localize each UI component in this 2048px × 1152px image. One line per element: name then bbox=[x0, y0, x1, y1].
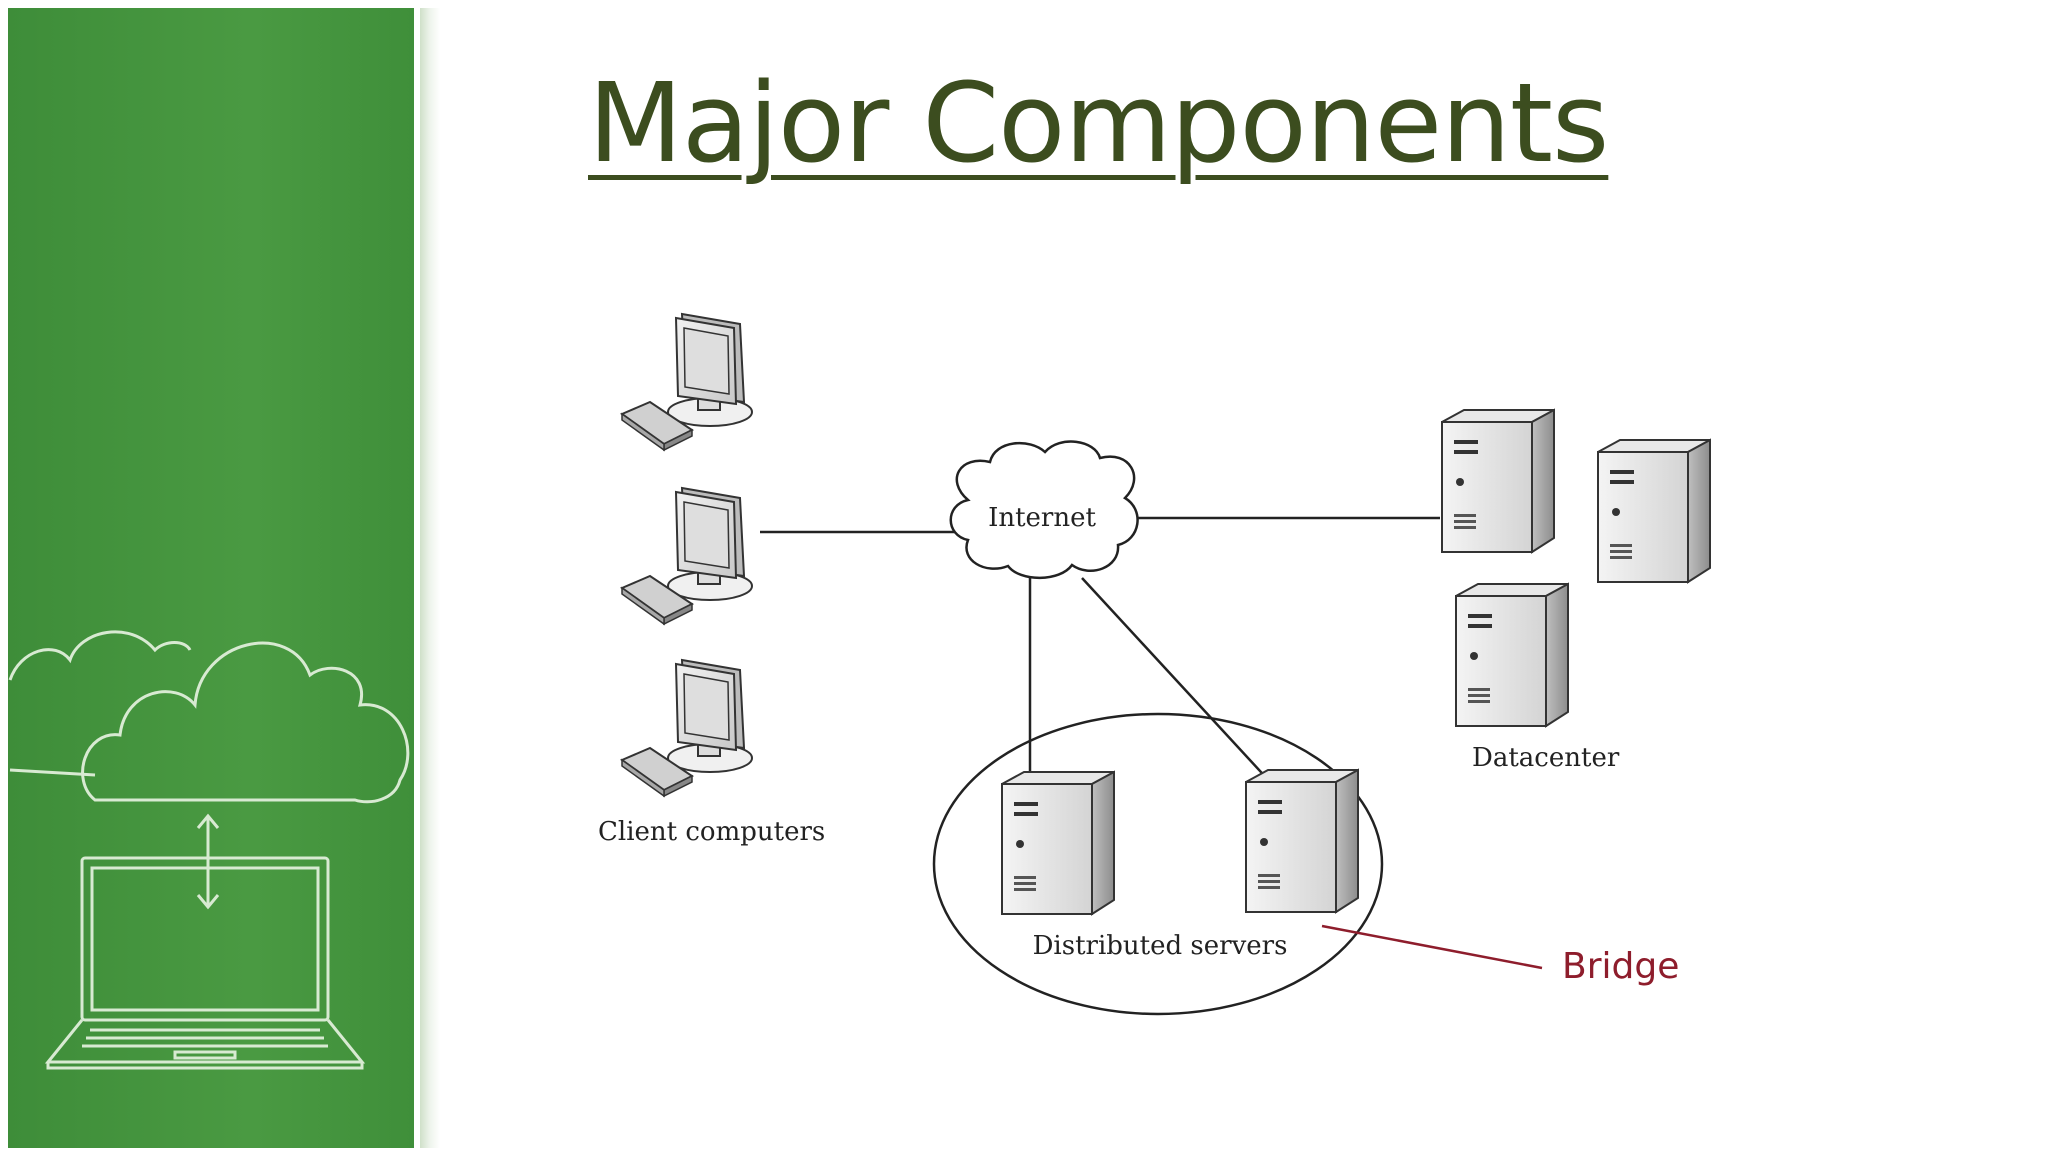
bridge-label: Bridge bbox=[1562, 946, 1679, 987]
slide-title: Major Components bbox=[588, 59, 1609, 187]
datacenter-server-icon bbox=[1441, 409, 1555, 553]
link-internet-server-right bbox=[1081, 577, 1273, 785]
clients-label: Client computers bbox=[598, 817, 825, 847]
internet-label: Internet bbox=[988, 503, 1096, 533]
datacenter-server-icon bbox=[1597, 439, 1711, 583]
datacenter-server-icon bbox=[1455, 583, 1569, 727]
distributed-server-icon bbox=[1245, 769, 1359, 913]
distributed-servers-label: Distributed servers bbox=[1033, 931, 1288, 961]
internet-cloud-icon bbox=[949, 440, 1139, 580]
client-computer-icon bbox=[621, 659, 753, 797]
distributed-servers-group bbox=[932, 712, 1384, 1016]
sync-arrow-icon bbox=[196, 813, 220, 910]
client-computer-icon bbox=[621, 487, 753, 625]
bridge-pointer bbox=[1321, 924, 1543, 970]
distributed-server-icon bbox=[1001, 771, 1115, 915]
cloud-icon bbox=[8, 630, 410, 804]
laptop-icon bbox=[44, 856, 366, 1070]
datacenter-label: Datacenter bbox=[1472, 743, 1620, 773]
left-decor-panel bbox=[0, 0, 440, 1152]
client-computer-icon bbox=[621, 313, 753, 451]
